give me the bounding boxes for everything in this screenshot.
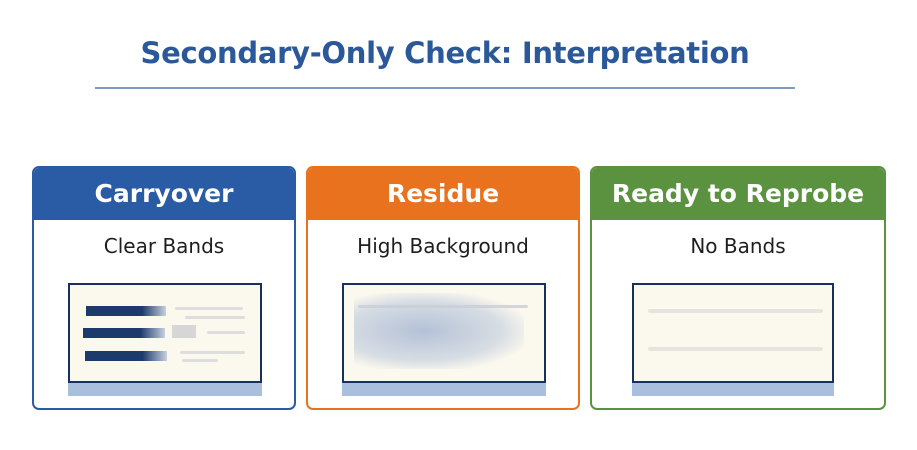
band	[83, 328, 165, 338]
membrane-no-bands	[632, 283, 834, 383]
membrane-high-background	[342, 283, 546, 383]
faint-line	[648, 347, 823, 351]
faint-line	[358, 305, 528, 308]
membrane-base	[342, 383, 546, 396]
card-header: Carryover	[34, 168, 294, 220]
faint-line	[175, 307, 243, 310]
faint-spot	[172, 325, 196, 338]
card-subtitle: No Bands	[690, 234, 786, 258]
title-divider	[95, 87, 795, 89]
membrane-clear-bands	[68, 283, 262, 383]
card-residue: Residue High Background	[306, 166, 580, 410]
faint-line	[185, 316, 245, 319]
membrane-base	[68, 383, 262, 396]
card-ready-to-reprobe: Ready to Reprobe No Bands	[590, 166, 886, 410]
card-header: Ready to Reprobe	[592, 168, 884, 220]
card-subtitle: Clear Bands	[103, 234, 225, 258]
faint-line	[648, 309, 823, 313]
card-header: Residue	[308, 168, 578, 220]
card-subtitle: High Background	[357, 234, 529, 258]
card-carryover: Carryover Clear Bands	[32, 166, 296, 410]
membrane-base	[632, 383, 834, 396]
band	[85, 351, 167, 361]
faint-line	[182, 359, 218, 362]
band	[86, 306, 166, 316]
faint-line	[180, 351, 245, 354]
faint-line	[207, 331, 245, 334]
page-title: Secondary-Only Check: Interpretation	[140, 36, 750, 70]
